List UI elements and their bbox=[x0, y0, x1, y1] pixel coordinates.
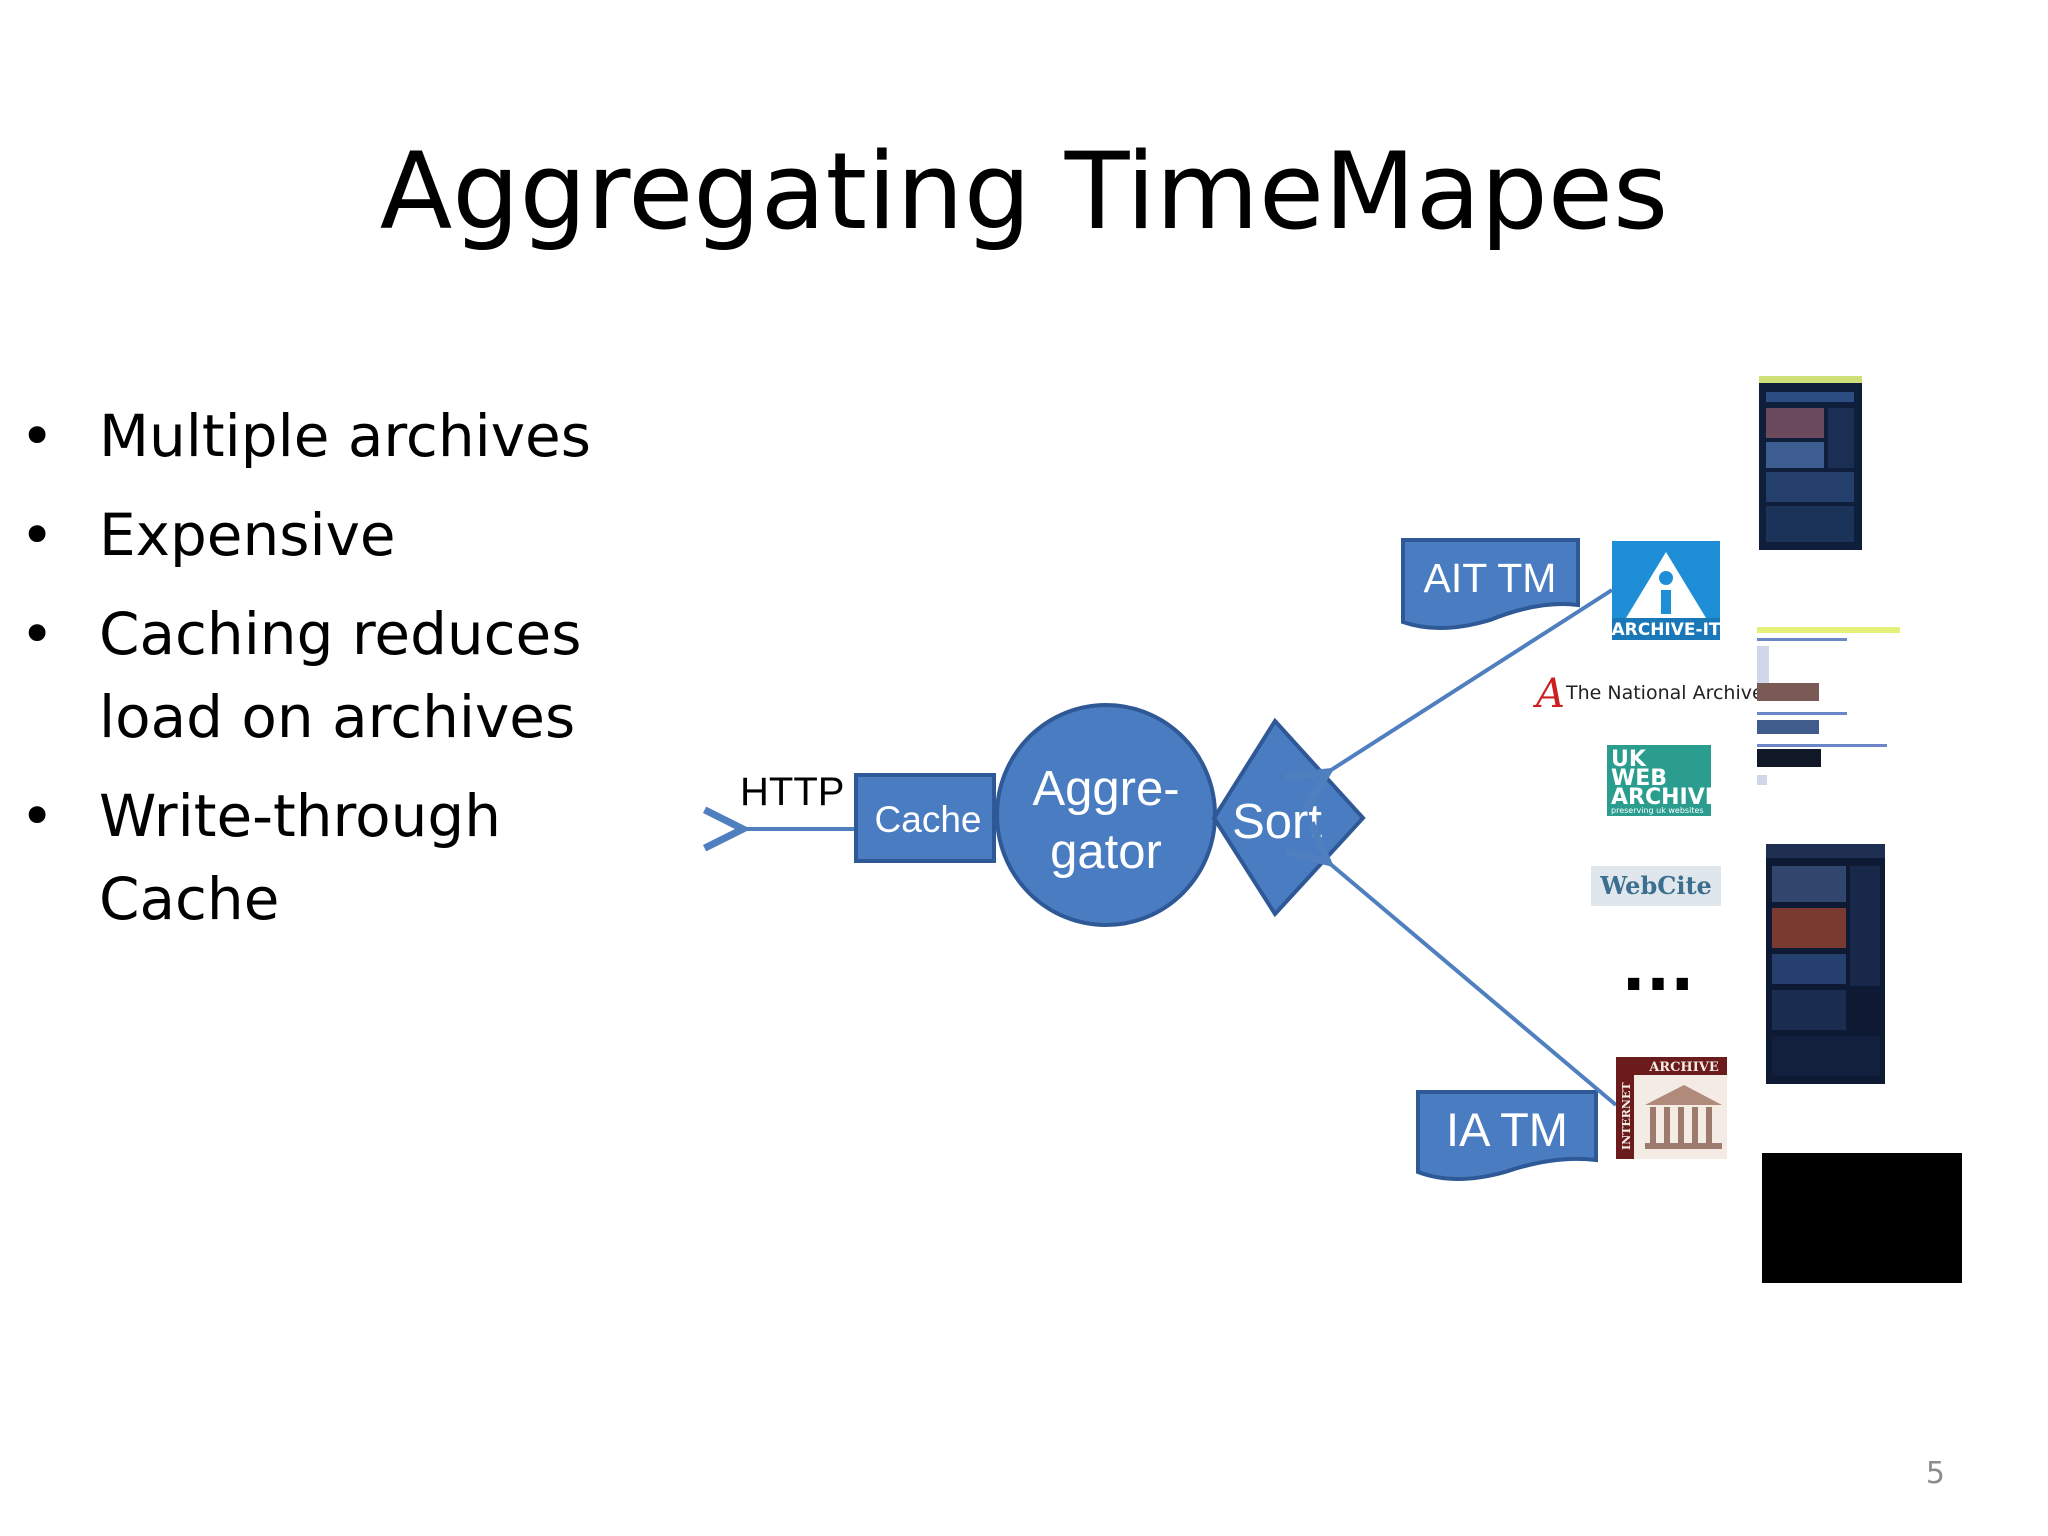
national-archives-text: The National Archives bbox=[1565, 682, 1774, 704]
slide-title: Aggregating TimeMapes bbox=[379, 130, 1669, 253]
bullet-dot: • bbox=[20, 402, 55, 470]
internet-archive-top-text: ARCHIVE bbox=[1648, 1060, 1719, 1075]
ukwa-line1: UK bbox=[1611, 747, 1647, 772]
ia-tm-label: IA TM bbox=[1446, 1103, 1568, 1156]
bullet-text: Multiple archives bbox=[99, 402, 591, 470]
bullet-text-continued: Cache bbox=[99, 865, 280, 933]
arrow-internet-archive-to-sort bbox=[1328, 862, 1618, 1107]
bullet-item: • Expensive bbox=[20, 494, 659, 577]
ait-tm-document bbox=[1401, 538, 1580, 630]
memento-thumbnail-1 bbox=[1759, 376, 1862, 550]
cache-label: Cache bbox=[875, 799, 982, 840]
ukwa-line3: ARCHIVE bbox=[1611, 785, 1720, 810]
bullet-dot: • bbox=[20, 782, 55, 850]
svg-text:A: A bbox=[1532, 671, 1565, 717]
uk-web-archive-logo: UK WEB ARCHIVE preserving uk websites bbox=[1607, 745, 1720, 816]
bullet-text: Caching reduces bbox=[99, 600, 582, 668]
ait-tm-label: AIT TM bbox=[1424, 555, 1557, 601]
bullet-text: Write-through bbox=[99, 782, 501, 850]
bullet-item: • Write-through Cache bbox=[20, 775, 659, 941]
page-number: 5 bbox=[1925, 1456, 1945, 1491]
cache-box bbox=[854, 773, 996, 863]
webcite-logo: WebCite bbox=[1591, 866, 1721, 906]
aggregator-label-line2: gator bbox=[1050, 825, 1162, 879]
archive-it-logo-text: ARCHIVE-IT bbox=[1611, 620, 1720, 640]
bullet-text: Expensive bbox=[99, 501, 396, 569]
webcite-text: WebCite bbox=[1599, 871, 1712, 900]
bullet-item: • Caching reduces load on archives bbox=[20, 593, 659, 759]
internet-archive-logo: ARCHIVE INTERNET bbox=[1616, 1057, 1727, 1159]
http-label: HTTP bbox=[740, 770, 844, 814]
internet-archive-side-text: INTERNET bbox=[1620, 1082, 1633, 1150]
bullet-list: • Multiple archives • Expensive • Cachin… bbox=[20, 395, 659, 957]
national-archives-logo: A The National Archives bbox=[1532, 671, 1774, 717]
memento-thumbnail-3 bbox=[1766, 844, 1885, 1084]
sort-label: Sort bbox=[1232, 795, 1322, 849]
ukwa-tagline: preserving uk websites bbox=[1611, 806, 1704, 815]
ia-tm-document bbox=[1416, 1090, 1598, 1181]
bullet-dot: • bbox=[20, 600, 55, 668]
memento-thumbnail-2 bbox=[1757, 625, 1900, 785]
bullet-item: • Multiple archives bbox=[20, 395, 659, 478]
ukwa-line2: WEB bbox=[1611, 766, 1667, 791]
archive-it-logo: ARCHIVE-IT bbox=[1611, 541, 1721, 640]
bullet-dot: • bbox=[20, 501, 55, 569]
memento-thumbnail-4 bbox=[1762, 1153, 1962, 1283]
arrow-archive-it-to-sort bbox=[1328, 588, 1614, 772]
bullet-text-continued: load on archives bbox=[99, 683, 576, 751]
aggregator-label-line1: Aggre- bbox=[1032, 762, 1179, 816]
more-archives-ellipsis: ... bbox=[1622, 932, 1695, 1006]
